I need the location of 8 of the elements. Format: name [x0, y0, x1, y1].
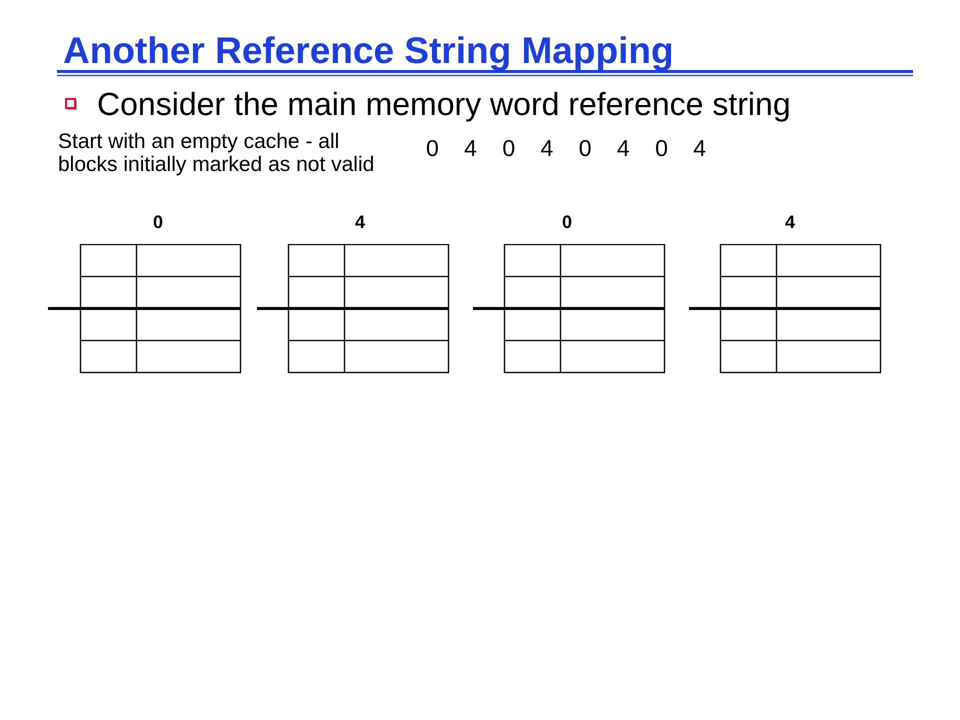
heading-label: 0	[153, 212, 163, 232]
reference-string: 0 4 0 4 0 4 0 4	[426, 135, 706, 161]
bullet-text: Consider the main memory word reference string	[97, 86, 791, 122]
heading-label: 4	[355, 212, 365, 232]
slide-title: Another Reference String Mapping	[63, 30, 674, 72]
heading-label: 4	[785, 212, 795, 232]
heading-label: 0	[562, 212, 572, 232]
note-text: Start with an empty cache - all blocks initially marked as not valid	[58, 130, 376, 176]
